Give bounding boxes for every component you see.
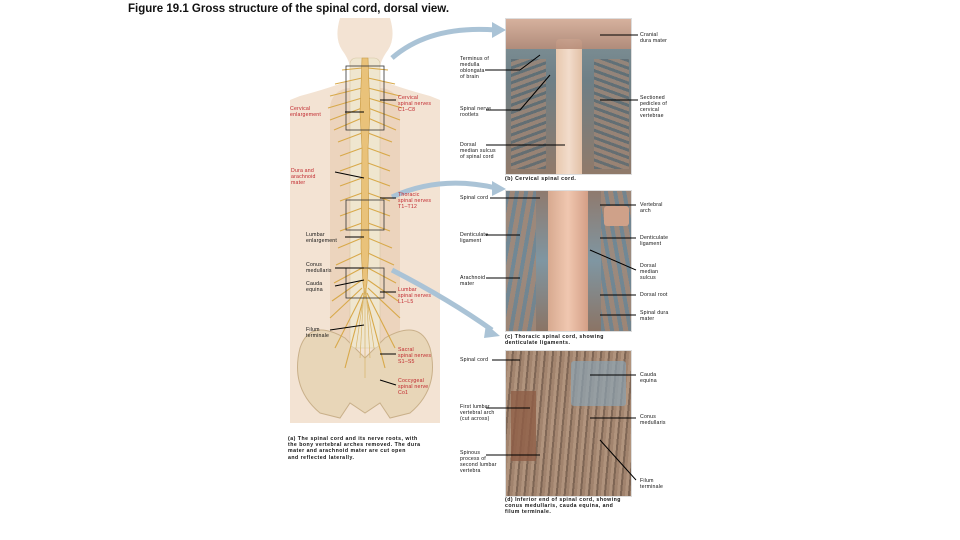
caption-c: (c) Thoracic spinal cord, showing dentic… (505, 334, 604, 347)
label-dorsal-root: Dorsal root (640, 292, 668, 298)
label-cervical-nerves: Cervical spinal nerves C1–C8 (398, 95, 432, 113)
spinal-cord (359, 57, 371, 299)
label-dorsal-sulcus: Dorsal median sulcus of spinal cord (460, 142, 496, 160)
photo-thoracic-cord (548, 191, 588, 331)
label-sacral-nerves: Sacral spinal nerves S1–S5 (398, 347, 432, 365)
label-first-lumbar-arch: First lumbar vertebral arch (cut across) (460, 404, 495, 422)
label-cranial-dura: Cranial dura mater (640, 32, 668, 44)
label-coccygeal-nerve: Coccygeal spinal nerve Co1 (398, 378, 429, 396)
label-spinous-process: Spinous process of second lumbar vertebr… (460, 450, 497, 474)
photo-cervical-cord (556, 39, 582, 174)
caption-b: (b) Cervical spinal cord. (505, 176, 577, 182)
label-lumbar-enlargement: Lumbar enlargement (306, 232, 338, 244)
label-filum-terminale-d: Filum terminale (640, 478, 664, 490)
label-dorsal-median-sulcus: Dorsal median sulcus (640, 263, 659, 281)
photo-cervical (505, 18, 632, 175)
label-cauda-equina-d: Cauda equina (640, 372, 657, 384)
label-sectioned-pedicles: Sectioned pedicles of cervical vertebrae (640, 95, 668, 119)
label-cauda-equina: Cauda equina (306, 281, 323, 293)
caption-d: (d) Inferior end of spinal cord, showing… (505, 497, 621, 516)
photo-inferior (505, 350, 632, 497)
label-spinal-rootlets: Spinal nerve rootlets (460, 106, 492, 118)
label-arachnoid: Arachnoid mater (460, 275, 486, 287)
spinal-cord-illustration (290, 18, 440, 423)
label-spinal-dura: Spinal dura mater (640, 310, 669, 322)
label-spinal-cord-c: Spinal cord (460, 195, 489, 201)
caption-a: (a) The spinal cord and its nerve roots,… (288, 436, 421, 461)
photo-cranial-dura (506, 19, 631, 49)
photo-thoracic (505, 190, 632, 332)
label-conus-medullaris-d: Conus medullaris (640, 414, 666, 426)
label-conus-medullaris: Conus medullaris (306, 262, 332, 274)
cauda-equina (355, 287, 375, 378)
label-denticulate-left: Denticulate ligament (460, 232, 489, 244)
label-lumbar-nerves: Lumbar spinal nerves L1–L5 (398, 287, 432, 305)
photo-vertebral-arch (604, 206, 629, 226)
figure-title: Figure 19.1 Gross structure of the spina… (128, 3, 450, 15)
label-spinal-cord-d: Spinal cord (460, 357, 489, 363)
label-vertebral-arch: Vertebral arch (640, 202, 663, 214)
label-thoracic-nerves: Thoracic spinal nerves T1–T12 (398, 192, 432, 210)
label-terminus-medulla: Terminus of medulla oblongata of brain (460, 56, 490, 80)
label-denticulate-right: Denticulate ligament (640, 235, 669, 247)
label-dura-arachnoid: Dura and arachnoid mater (291, 168, 316, 186)
box-thoracic (345, 199, 385, 231)
label-filum-terminale: Filum terminale (306, 327, 330, 339)
label-cervical-enlargement: Cervical enlargement (290, 106, 322, 118)
box-cervical (345, 65, 385, 131)
